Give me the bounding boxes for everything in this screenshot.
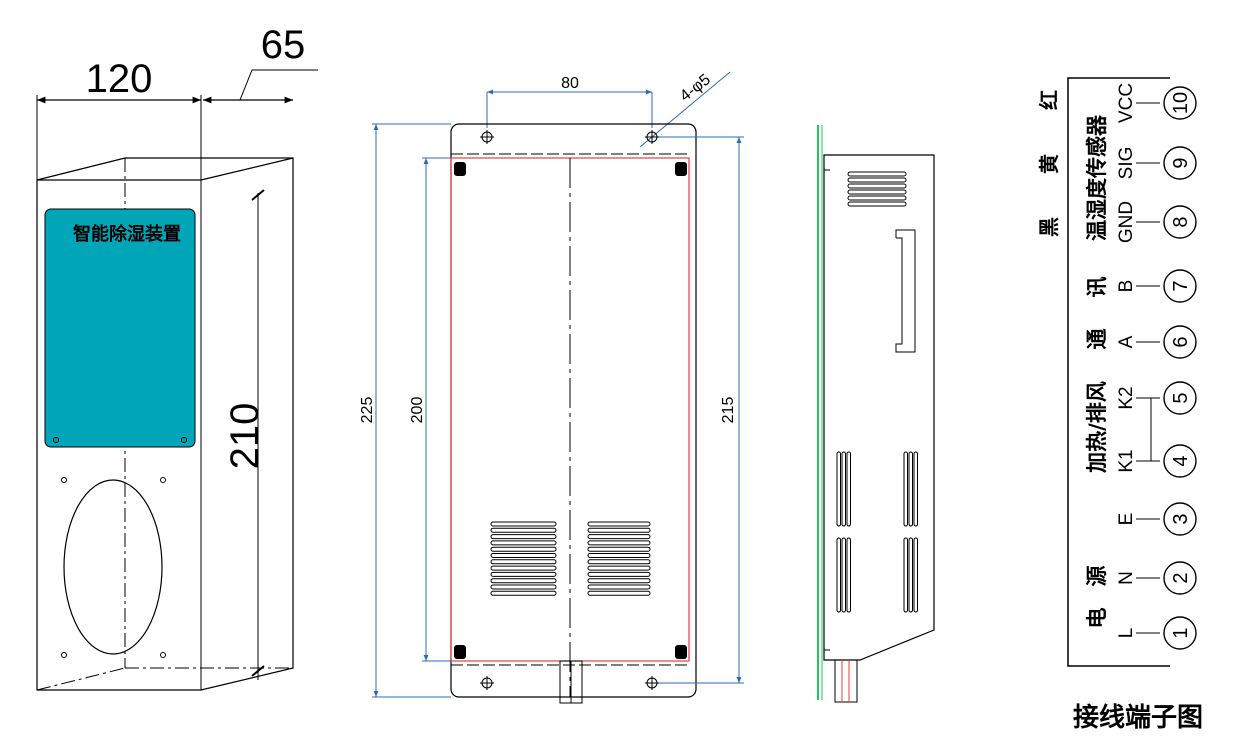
terminal-number: 10 bbox=[1170, 92, 1192, 114]
terminal-signal: GND bbox=[1116, 201, 1137, 243]
terminal-signal: K2 bbox=[1116, 386, 1137, 409]
width-dimension: 120 bbox=[86, 57, 153, 101]
terminal-number: 1 bbox=[1170, 627, 1192, 638]
display-panel bbox=[44, 208, 196, 448]
terminal-circle bbox=[1163, 381, 1197, 415]
terminal-8: 8 GND bbox=[1116, 201, 1197, 243]
group-label-comm-1: 通 bbox=[1085, 329, 1109, 350]
height-dimension: 210 bbox=[223, 403, 267, 470]
depth-dimension: 65 bbox=[261, 23, 306, 67]
terminal-number: 4 bbox=[1170, 455, 1192, 466]
housing-side bbox=[823, 154, 935, 661]
front-view: 120 65 210 智能除湿装置 bbox=[36, 23, 318, 691]
terminal-circle bbox=[1163, 205, 1197, 239]
overall-height-dimension: 225 bbox=[359, 397, 376, 424]
group-label-power: 电 源 bbox=[1085, 566, 1109, 629]
terminal-signal: E bbox=[1116, 513, 1137, 526]
terminal-circle bbox=[1163, 325, 1197, 359]
inner-height-dimension: 200 bbox=[409, 397, 426, 424]
terminal-circle bbox=[1163, 502, 1197, 536]
terminal-circle bbox=[1163, 146, 1197, 180]
side-view bbox=[817, 125, 935, 703]
group-label-comm-2: 讯 bbox=[1085, 277, 1109, 298]
fan-opening bbox=[63, 479, 163, 655]
terminal-signal: N bbox=[1116, 571, 1137, 585]
terminal-number: 8 bbox=[1170, 216, 1192, 227]
terminal-2: 2N bbox=[1116, 561, 1197, 595]
mounting-plate bbox=[450, 123, 697, 698]
terminal-signal: B bbox=[1116, 280, 1137, 293]
terminal-6: 6A bbox=[1116, 325, 1197, 359]
terminal-circle bbox=[1163, 561, 1197, 595]
terminal-1: 1L bbox=[1116, 616, 1197, 650]
inner-frame bbox=[450, 157, 690, 662]
terminal-block-outline bbox=[1067, 77, 1170, 667]
back-view: 80 4-φ5 225 bbox=[359, 71, 744, 704]
hole-spacing-dimension: 80 bbox=[561, 75, 579, 92]
terminal-signal: L bbox=[1116, 628, 1137, 639]
wire-color-yellow: 黄 bbox=[1037, 154, 1061, 174]
terminal-number: 3 bbox=[1170, 513, 1192, 524]
terminal-circle bbox=[1163, 86, 1197, 120]
terminal-number: 6 bbox=[1170, 336, 1192, 347]
terminal-3: 3E bbox=[1116, 502, 1197, 536]
terminal-signal: VCC bbox=[1116, 83, 1137, 123]
panel-label: 智能除湿装置 bbox=[73, 223, 181, 245]
terminal-9: 9 SIG bbox=[1116, 146, 1197, 180]
wire-color-black: 黑 bbox=[1037, 217, 1061, 237]
terminal-circle bbox=[1163, 269, 1197, 303]
wire-color-red: 红 bbox=[1037, 90, 1061, 110]
terminal-signal: A bbox=[1116, 335, 1137, 348]
terminal-signal: SIG bbox=[1116, 147, 1137, 180]
terminal-signal: K1 bbox=[1116, 449, 1137, 472]
terminal-7: 7B bbox=[1116, 269, 1197, 303]
terminal-diagram-title: 接线端子图 bbox=[1073, 703, 1203, 733]
terminal-10: 10 VCC bbox=[1116, 83, 1197, 123]
group-label-heat-fan: 加热/排风 bbox=[1085, 381, 1109, 474]
terminal-number: 9 bbox=[1170, 157, 1192, 168]
terminal-number: 5 bbox=[1170, 392, 1192, 403]
hole-spec-label: 4-φ5 bbox=[677, 71, 714, 105]
terminal-number: 7 bbox=[1170, 280, 1192, 291]
terminal-circle bbox=[1163, 616, 1197, 650]
group-label-sensor: 温湿度传感器 bbox=[1085, 114, 1109, 241]
hole-height-dimension: 215 bbox=[720, 397, 737, 424]
terminal-number: 2 bbox=[1170, 572, 1192, 583]
terminal-circle bbox=[1163, 444, 1197, 478]
terminal-4: 4 K1 bbox=[1116, 444, 1197, 478]
